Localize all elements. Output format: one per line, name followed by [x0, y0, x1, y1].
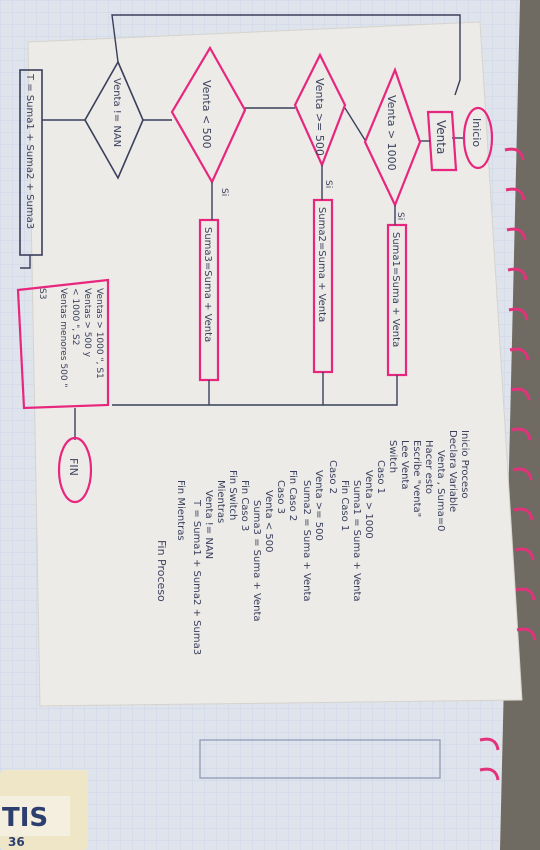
code-line-5: Escribe "venta" [411, 440, 422, 517]
code-line-13: Venta >= 500 [313, 470, 324, 541]
code-line-19: Fin Caso 3 [239, 480, 250, 531]
code-line-17: Venta < 500 [263, 490, 274, 552]
eraser-brand: TIS [2, 803, 48, 833]
eraser-code: 36 [8, 835, 25, 849]
code-line-8: Caso 1 [375, 460, 386, 494]
total-box [19, 69, 43, 256]
output-text: Ventas > 1000 ", S1 Ventas > 500 y < 100… [37, 288, 104, 388]
process-1-label: Suma1=Suma + Venta [390, 232, 401, 347]
code-line-24: Fin Mientras [175, 480, 186, 541]
code-line-11: Fin Caso 1 [339, 480, 350, 531]
paper-sheet [28, 22, 522, 706]
output-line-1: Ventas > 1000 ", S1 [94, 288, 104, 379]
code-line-21: Mientras [215, 480, 226, 523]
input-box [426, 110, 458, 172]
code-line-14: Suma2 = Suma + Venta [301, 480, 312, 602]
process-2-label: Suma2=Suma + Venta [316, 207, 327, 322]
decision-4-label: Venta != NAN [111, 78, 122, 147]
code-line-1: Inicio Proceso [459, 430, 470, 498]
code-line-10: Suma1 = Suma + Venta [351, 480, 362, 602]
input-label: Venta [434, 120, 448, 154]
spiral-binding [479, 147, 537, 781]
label-si-3: Si [219, 188, 229, 196]
output-line-4: Ventas menores 500 " [58, 288, 68, 388]
code-line-20: Fin Switch [227, 470, 238, 520]
eraser: TIS 36 [0, 770, 88, 850]
end-oval [57, 436, 93, 504]
decision-1-label: Venta > 1000 [385, 95, 398, 171]
decision-3-label: Venta < 500 [200, 80, 213, 149]
code-line-16: Caso 3 [275, 480, 286, 514]
code-line-6: Lee Venta [399, 440, 410, 489]
flowchart: Inicio Venta Venta > 1000 Venta >= 500 V… [16, 14, 494, 504]
code-line-22: Venta != NAN [203, 490, 214, 559]
code-line-7: Switch [387, 440, 398, 473]
code-line-15: Fin Caso 2 [287, 470, 298, 521]
code-line-9: Venta > 1000 [363, 470, 374, 539]
output-box [16, 278, 110, 410]
output-line-2: Ventas > 500 y [82, 288, 92, 358]
decision-venta-neq-nan [84, 60, 144, 180]
code-line-12: Caso 2 [327, 460, 338, 494]
pseudocode: Inicio Proceso Declara Variable Venta , … [155, 430, 470, 655]
code-line-25: Fin Proceso [155, 540, 168, 602]
process-3-label: Suma3=Suma + Venta [202, 227, 213, 342]
code-line-2: Declara Variable [447, 430, 458, 512]
end-label: FIN [67, 458, 80, 476]
code-line-3: Venta , Suma=0 [435, 450, 446, 531]
start-oval [462, 106, 494, 170]
output-line-3: < 1000 ", S2 [70, 288, 80, 345]
start-label: Inicio [470, 118, 483, 147]
code-line-18: Suma3 = Suma + Venta [251, 500, 262, 622]
label-si-1: Si [395, 212, 405, 220]
code-line-4: Hacer esto [423, 440, 434, 494]
decision-2-label: Venta >= 500 [313, 78, 326, 156]
grid-box [199, 739, 441, 779]
output-line-5: S3 [37, 288, 47, 299]
code-line-23: T = Suma1 + Suma2 + Suma3 [191, 499, 202, 655]
total-label: T = Suma1 + Suma2 + Suma3 [24, 73, 35, 229]
label-si-2: Si [323, 180, 333, 188]
